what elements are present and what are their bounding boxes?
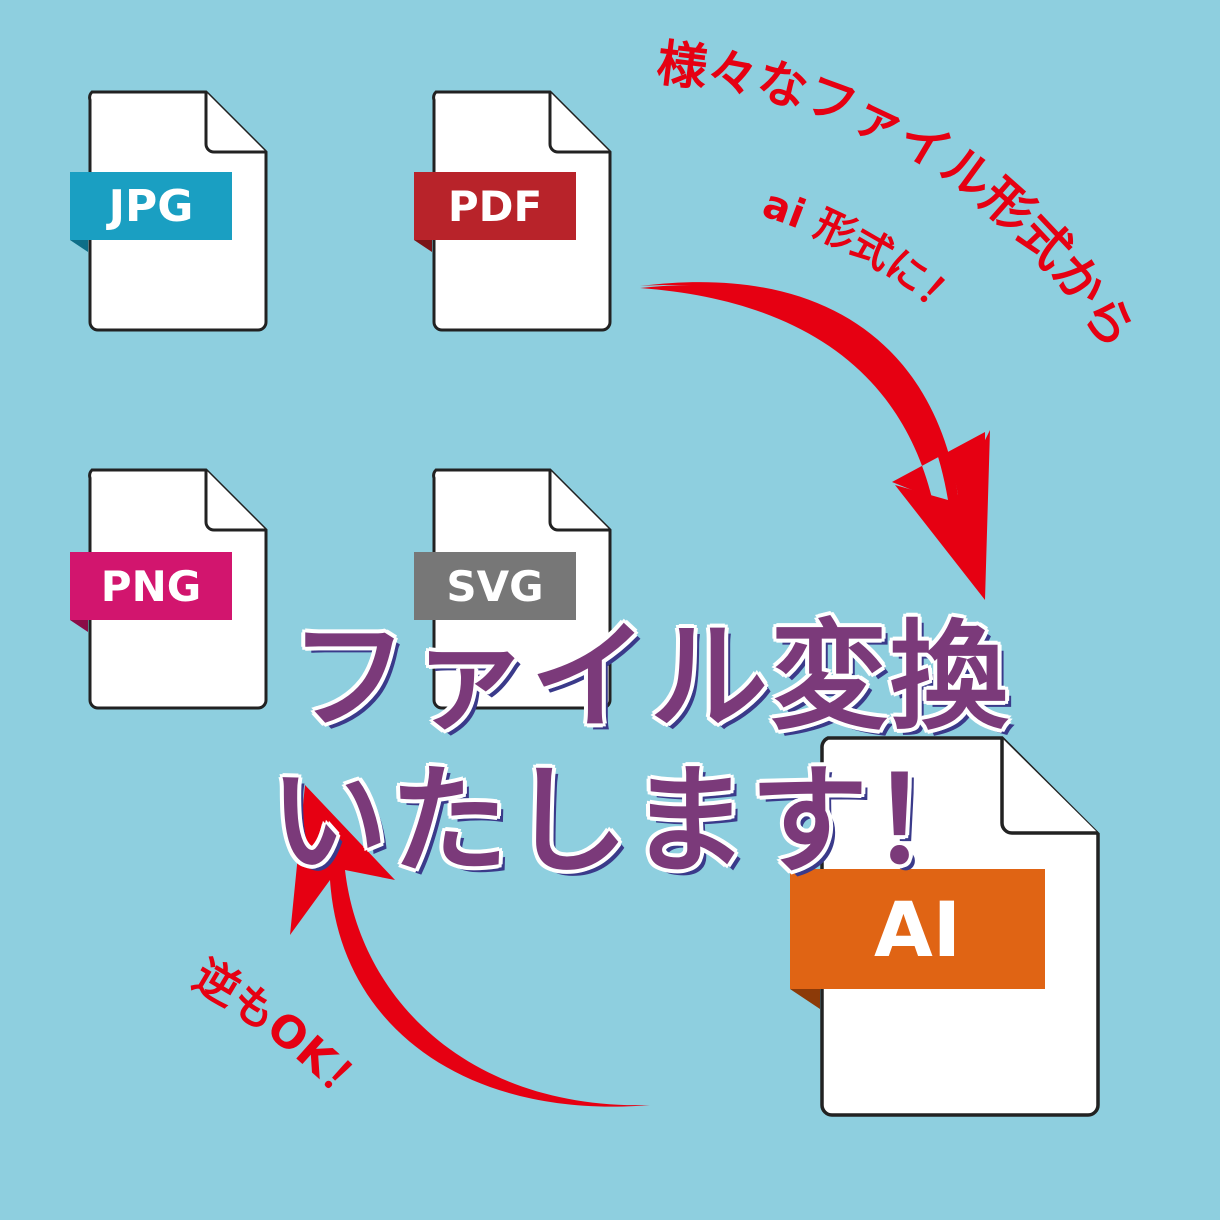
headline-line2-text: いたします！ xyxy=(269,751,990,890)
headline-line1: ファイル変換 xyxy=(0,618,1220,736)
file-svg: SVG xyxy=(414,468,614,710)
file-ai: AI xyxy=(790,735,1105,1120)
curved-text-top-outer: 様々なファイル形式から xyxy=(654,34,1147,359)
headline-line2: いたします！ xyxy=(0,762,1220,880)
headline-line1-text: ファイル変換 xyxy=(289,607,1010,746)
file-tag-ai: AI xyxy=(790,869,1045,989)
file-png: PNG xyxy=(70,468,270,710)
file-pdf: PDF xyxy=(414,90,614,332)
curved-text-bottom: 逆もOK！ xyxy=(185,950,379,1117)
file-tag-pdf: PDF xyxy=(414,172,576,240)
file-tag-svg: SVG xyxy=(414,552,576,620)
curved-arrow-icon xyxy=(290,785,650,1107)
file-tag-jpg: JPG xyxy=(70,172,232,240)
file-jpg: JPG xyxy=(70,90,270,332)
file-tag-png: PNG xyxy=(70,552,232,620)
